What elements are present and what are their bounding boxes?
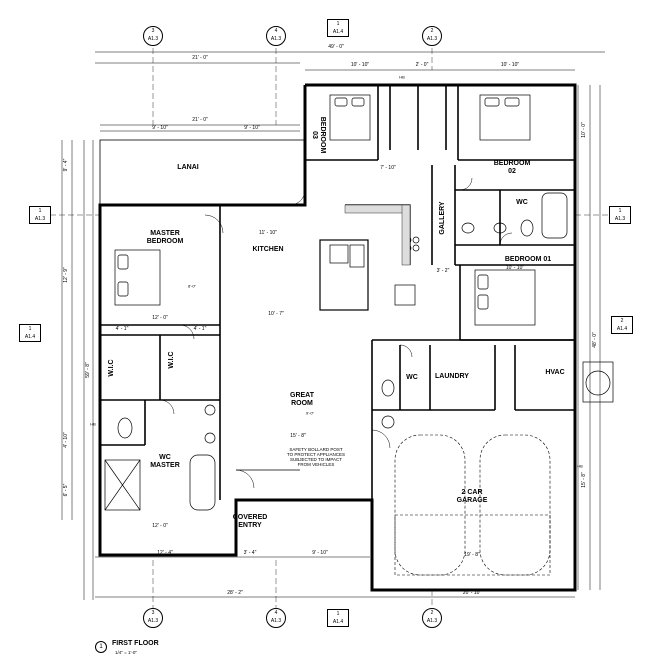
room-label-bedroom-03: BEDROOM 03 xyxy=(311,116,326,154)
hb-marker-top: HB xyxy=(399,74,405,80)
dim-garage-w: 19' - 8" xyxy=(464,552,480,558)
section-tag-sheet: A1.4 xyxy=(24,334,36,340)
dim-lanai-right: 9' - 10" xyxy=(244,125,260,131)
grid-bubble-sheet: A1.3 xyxy=(270,618,282,624)
section-tag-number: 1 xyxy=(618,208,622,214)
dim-overall-top: 49' - 0" xyxy=(328,44,344,50)
dim-wic-b: 4' - 1" xyxy=(193,326,207,332)
drawing-scale: 1/4" = 1'-0" xyxy=(115,650,137,655)
grid-bubble-top-1: 3 A1.3 xyxy=(143,26,163,46)
grid-bubble-top-2: 4 A1.3 xyxy=(266,26,286,46)
room-label-hvac: HVAC xyxy=(545,369,565,376)
dim-top-r3: 10' - 10" xyxy=(500,62,520,68)
dim-kitchen-b: 10' - 7" xyxy=(268,311,284,317)
room-label-kitchen: KITCHEN xyxy=(252,246,284,253)
section-tag-number: 2 xyxy=(620,318,624,324)
section-tag-sheet: A1.3 xyxy=(614,216,626,222)
section-tag-sheet: A1.4 xyxy=(332,29,344,35)
drawing-title: FIRST FLOOR xyxy=(112,640,159,647)
grid-bubble-sheet: A1.3 xyxy=(426,618,438,624)
dim-wc-master-w: 12' - 0" xyxy=(152,523,168,529)
section-tag-sheet: A1.4 xyxy=(616,326,628,332)
section-tag-sheet: A1.3 xyxy=(34,216,46,222)
section-tag-top: 1 A1.4 xyxy=(327,19,349,37)
section-tag-number: 1 xyxy=(38,208,42,214)
dim-right-overall: 48' - 0" xyxy=(592,332,598,348)
dim-bottom-left: 12' - 4" xyxy=(157,550,173,556)
section-tag-left-upper: 1 A1.3 xyxy=(29,206,51,224)
dim-wic-a: 4' - 1" xyxy=(115,326,129,332)
grid-bubble-sheet: A1.3 xyxy=(270,36,282,42)
grid-bubble-sheet: A1.3 xyxy=(147,36,159,42)
dim-kitchen-a: 11' - 10" xyxy=(259,230,277,236)
room-label-wc-master: WC MASTER xyxy=(150,454,180,469)
section-tag-sheet: A1.4 xyxy=(332,619,344,625)
section-tag-number: 1 xyxy=(28,326,32,332)
dim-left-3: 4' - 10" xyxy=(63,432,69,448)
hb-marker-right: HB xyxy=(577,463,583,469)
dim-bottom-mid: 3' - 4" xyxy=(243,550,257,556)
dim-top-r1: 10' - 10" xyxy=(350,62,370,68)
grid-bubble-bottom-3: 2 A1.3 xyxy=(422,608,442,628)
dim-bed03-h: 7' - 10" xyxy=(380,165,396,171)
dim-right-1: 10' - 0" xyxy=(581,122,587,138)
dim-left-2: 12' - 9" xyxy=(63,267,69,283)
dim-right-2: 15' - 8" xyxy=(581,472,587,488)
room-label-covered-entry: COVERED ENTRY xyxy=(232,514,268,529)
dim-gallery-w: 3' - 2" xyxy=(436,268,450,274)
section-tag-right-lower: 2 A1.4 xyxy=(611,316,633,334)
grid-bubble-bottom-2: 4 A1.3 xyxy=(266,608,286,628)
dim-bottom-total-right: 20' - 10" xyxy=(462,590,482,596)
grid-bubble-number: 2 xyxy=(430,28,434,34)
dim-bottom-total-left: 28' - 2" xyxy=(227,590,243,596)
grid-bubble-number: 3 xyxy=(151,610,155,616)
room-label-bedroom-02: BEDROOM 02 xyxy=(493,160,531,175)
section-tag-right-upper: 1 A1.3 xyxy=(609,206,631,224)
room-label-great-room: GREAT ROOM xyxy=(290,392,314,407)
hb-marker-left: HB xyxy=(90,421,96,427)
dim-lanai-left: 9' - 10" xyxy=(152,125,168,131)
room-label-lanai: LANAI xyxy=(177,164,199,171)
room-label-wc-lower: WC xyxy=(406,374,418,381)
dim-bottom-right: 9' - 10" xyxy=(312,550,328,556)
grid-bubble-number: 2 xyxy=(430,610,434,616)
interior-walls xyxy=(100,85,575,590)
grid-bubble-number: 4 xyxy=(274,28,278,34)
section-tag-bottom: 1 A1.4 xyxy=(327,609,349,627)
dim-top-left: 21' - 0" xyxy=(192,55,208,61)
grid-bubble-bottom-1: 3 A1.3 xyxy=(143,608,163,628)
room-label-wc-upper: WC xyxy=(516,199,528,206)
section-tag-number: 1 xyxy=(336,611,340,617)
grid-bubble-sheet: A1.3 xyxy=(426,36,438,42)
dim-bed01-w: 10' - 10" xyxy=(505,265,525,271)
section-tag-number: 1 xyxy=(336,21,340,27)
room-label-wic-right: W.I.C xyxy=(168,351,175,369)
grid-bubble-top-3: 2 A1.3 xyxy=(422,26,442,46)
ceiling-height-great-room: 9'-0" xyxy=(306,410,314,416)
section-tag-left-lower: 1 A1.4 xyxy=(19,324,41,342)
bollard-note: SAFETY BOLLARD POST TO PROTECT APPLIANCE… xyxy=(286,447,346,467)
dim-master-w: 12' - 0" xyxy=(152,315,168,321)
grid-bubble-number: 4 xyxy=(274,610,278,616)
room-label-garage: 2 CAR GARAGE xyxy=(456,489,488,504)
ceiling-height-master: 8'-0" xyxy=(188,283,196,289)
drawing-number-bubble: 1 xyxy=(95,641,107,653)
dim-top-r2: 2' - 0" xyxy=(415,62,429,68)
room-label-master-bedroom: MASTER BEDROOM xyxy=(146,230,184,245)
dim-lanai-width: 21' - 0" xyxy=(192,117,208,123)
room-label-bedroom-01: BEDROOM 01 xyxy=(504,256,552,263)
dim-great-a: 15' - 8" xyxy=(290,433,306,439)
dim-left-overall: 59' - 8" xyxy=(85,362,91,378)
grid-bubble-number: 3 xyxy=(151,28,155,34)
dim-left-1: 9' - 4" xyxy=(63,158,69,172)
dim-left-4: 6' - 5" xyxy=(63,483,69,497)
room-label-gallery: GALLERY xyxy=(439,201,446,235)
room-label-laundry: LAUNDRY xyxy=(435,373,469,380)
grid-bubble-sheet: A1.3 xyxy=(147,618,159,624)
room-label-wic-left: W.I.C xyxy=(108,359,115,377)
